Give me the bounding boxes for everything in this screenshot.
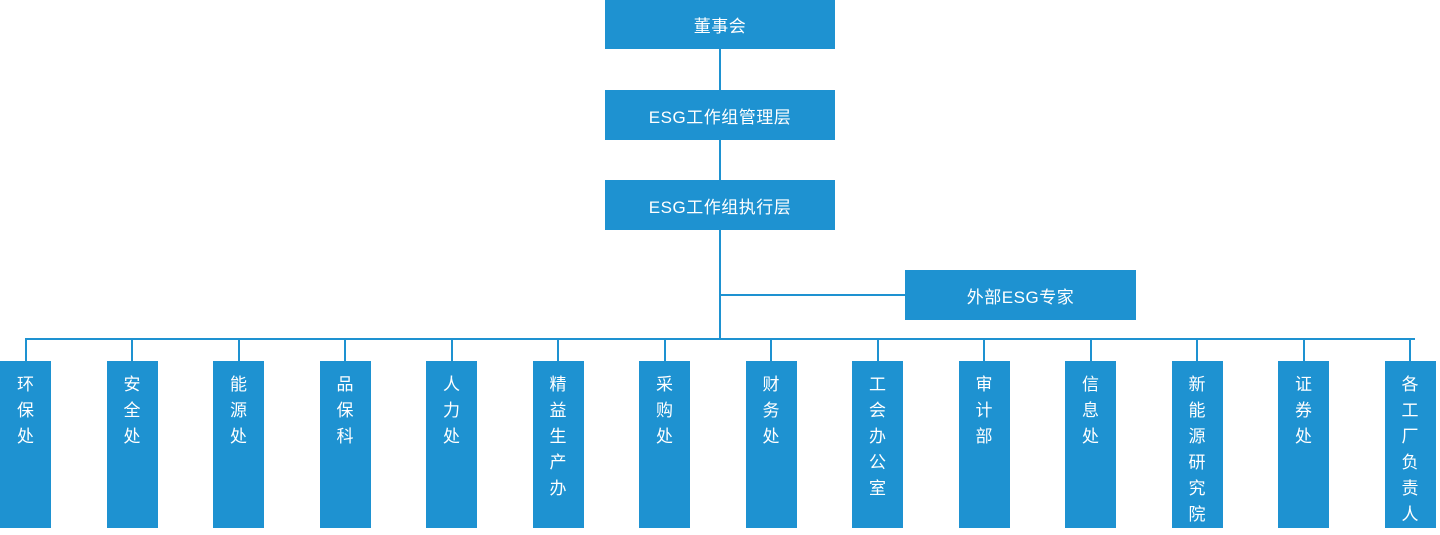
- node-department[interactable]: 信息处: [1065, 361, 1116, 528]
- node-execution-label: ESG工作组执行层: [648, 197, 792, 217]
- node-advisor[interactable]: 外部ESG专家: [905, 270, 1136, 320]
- node-management[interactable]: ESG工作组管理层: [605, 90, 835, 140]
- node-department[interactable]: 证券处: [1278, 361, 1329, 528]
- connector-department-bus: [25, 338, 1415, 340]
- node-department-label: 采购处: [656, 375, 673, 446]
- node-department-label: 证券处: [1295, 375, 1312, 446]
- node-department-label: 信息处: [1082, 375, 1099, 446]
- connector-execution-spine: [719, 230, 721, 340]
- node-department-label: 各工厂负责人: [1401, 375, 1419, 524]
- connector-bus-to-department: [663, 338, 666, 361]
- node-department[interactable]: 能源处: [213, 361, 264, 528]
- node-department-label: 新能源研究院: [1188, 375, 1206, 524]
- node-department[interactable]: 环保处: [0, 361, 51, 528]
- node-department-label: 安全处: [123, 375, 141, 446]
- node-department[interactable]: 安全处: [106, 361, 158, 528]
- node-department-label: 精益生产办: [549, 375, 567, 498]
- connector-bus-to-department: [24, 338, 27, 361]
- connector-bus-to-department: [983, 338, 985, 361]
- node-department[interactable]: 品保科: [319, 361, 371, 528]
- connector-bus-to-department: [131, 338, 133, 361]
- connector-bus-to-department: [876, 338, 879, 361]
- node-department-label: 环保处: [17, 375, 34, 446]
- connector-bus-to-department: [770, 338, 772, 361]
- connector-bus-to-department: [237, 338, 240, 361]
- connector-execution-to-advisor: [719, 294, 905, 296]
- node-department[interactable]: 工会办公室: [852, 361, 903, 528]
- node-department-label: 审计部: [975, 375, 993, 446]
- connector-bus-to-department: [450, 338, 453, 361]
- node-execution[interactable]: ESG工作组执行层: [605, 180, 835, 230]
- connector-bus-to-department: [557, 338, 559, 361]
- connector-bus-to-department: [344, 338, 346, 361]
- node-department[interactable]: 人力处: [426, 361, 477, 528]
- connector-bus-to-department: [1089, 338, 1092, 361]
- node-department-label: 能源处: [230, 375, 247, 446]
- node-department[interactable]: 财务处: [745, 361, 797, 528]
- connector-bus-to-department: [1196, 338, 1198, 361]
- node-department-label: 工会办公室: [869, 375, 886, 498]
- node-advisor-label: 外部ESG专家: [966, 287, 1075, 307]
- node-department-label: 财务处: [762, 375, 780, 446]
- node-department[interactable]: 采购处: [639, 361, 690, 528]
- node-board[interactable]: 董事会: [605, 0, 835, 49]
- node-department-label: 品保科: [336, 375, 354, 446]
- connector-board-to-management: [719, 49, 721, 90]
- node-board-label: 董事会: [693, 17, 747, 36]
- node-department-label: 人力处: [443, 375, 460, 446]
- connector-bus-to-department: [1409, 338, 1411, 361]
- connector-bus-to-department: [1302, 338, 1305, 361]
- node-department[interactable]: 各工厂负责人: [1384, 361, 1436, 528]
- node-department[interactable]: 新能源研究院: [1171, 361, 1223, 528]
- node-management-label: ESG工作组管理层: [648, 107, 792, 127]
- connector-management-to-execution: [719, 140, 721, 180]
- node-department[interactable]: 精益生产办: [532, 361, 584, 528]
- node-department[interactable]: 审计部: [958, 361, 1010, 528]
